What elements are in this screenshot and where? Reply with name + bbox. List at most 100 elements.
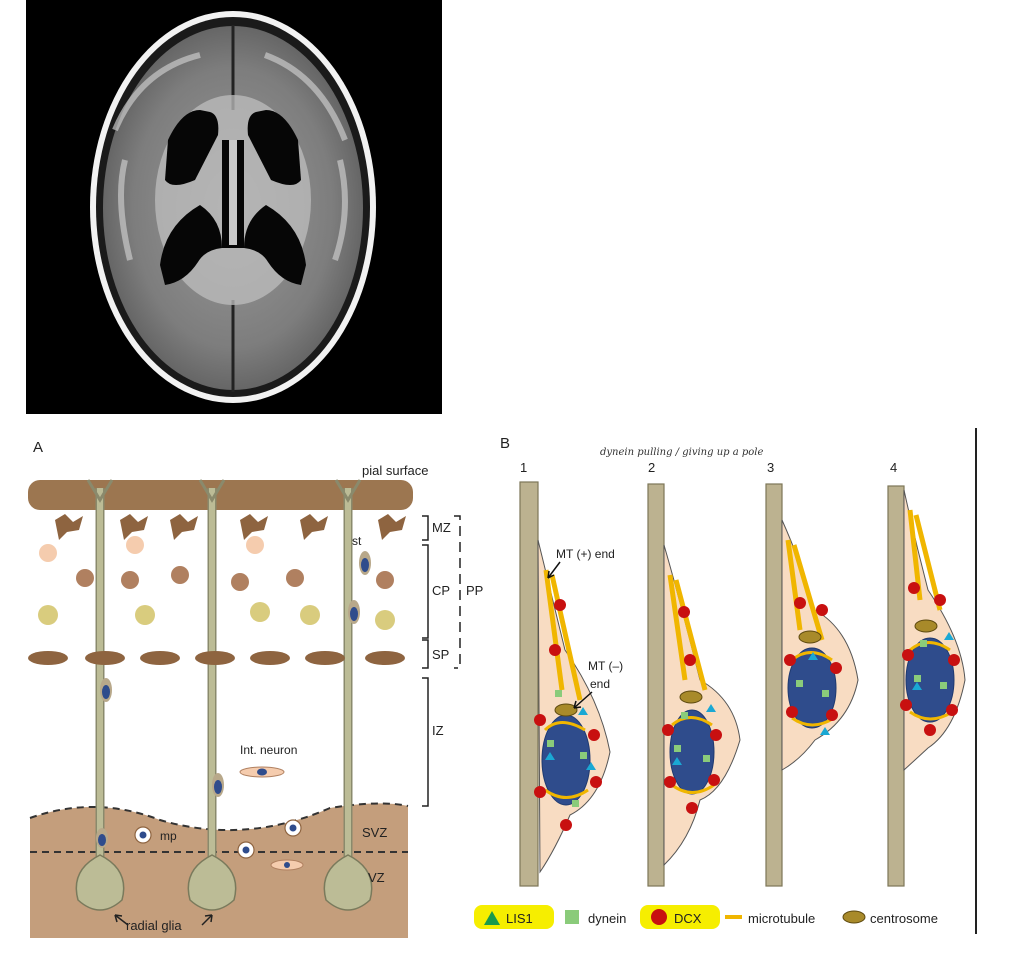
dcx-marker <box>934 594 946 606</box>
interneuron-label: Int. neuron <box>240 743 297 757</box>
radial-glia-fiber <box>647 483 665 887</box>
neuron-nucleus <box>361 558 369 572</box>
lis1-marker <box>820 727 830 735</box>
interneuron-nucleus <box>257 768 267 776</box>
arrowhead <box>547 570 555 579</box>
microtubule-legend-label: microtubule <box>748 911 815 926</box>
sp-bracket <box>422 639 429 669</box>
left-occipital-horn <box>160 205 222 285</box>
dcx-marker <box>708 774 720 786</box>
cp-neuron <box>300 605 320 625</box>
iz-label: IZ <box>432 723 444 738</box>
mz-neurons <box>55 514 406 540</box>
panel-b: B dynein pulling / giving up a pole 1 2 … <box>474 428 977 934</box>
lis1-legend-icon <box>484 911 500 925</box>
cp-neuron <box>250 602 270 622</box>
gyri-pattern <box>112 52 348 261</box>
microtubule-bundle <box>543 569 583 701</box>
radial-glia-cell <box>323 854 373 911</box>
dynein-marker <box>920 640 927 647</box>
dynein-marker <box>796 680 803 687</box>
multipolar-nucleus <box>242 846 250 854</box>
dynein-marker <box>914 675 921 682</box>
cp-neuron <box>376 571 394 589</box>
dynein-markers <box>796 680 829 697</box>
radial-glia-cell <box>75 854 125 911</box>
dynein-marker <box>555 690 562 697</box>
glia-endfoot <box>198 479 226 503</box>
cp-neuron <box>375 610 395 630</box>
centrosome-legend-icon <box>842 910 866 924</box>
arrowhead <box>204 914 213 923</box>
dcx-marker <box>590 776 602 788</box>
migrating-neurons <box>96 551 371 848</box>
radial-glia-fiber <box>519 481 539 887</box>
stage-2-cell <box>647 483 741 887</box>
cp-neuron <box>126 536 144 554</box>
neuron-nucleus <box>350 607 358 621</box>
cp-neuron <box>171 566 189 584</box>
lis1-marker <box>808 652 818 660</box>
sp-neurons <box>28 651 405 665</box>
dcx-marker <box>534 714 546 726</box>
centrosome <box>914 619 938 633</box>
radial-glia-fiber <box>765 483 783 887</box>
lis1-marker <box>545 752 555 760</box>
dcx-marker <box>816 604 828 616</box>
mz-bracket <box>422 515 429 541</box>
dcx-marker <box>908 582 920 594</box>
dcx-marker <box>678 606 690 618</box>
glia-endfoot <box>334 479 362 503</box>
dcx-marker <box>946 704 958 716</box>
centrosome <box>798 630 822 644</box>
dcx-marker <box>684 654 696 666</box>
dcx-marker <box>588 729 600 741</box>
stage-number: 1 <box>520 460 527 475</box>
vz-label: VZ <box>368 870 385 885</box>
dcx-marker <box>784 654 796 666</box>
microtubule-bundle <box>667 574 708 691</box>
dcx-markers <box>784 597 842 721</box>
cp-neuron <box>38 605 58 625</box>
cp-neuron <box>121 571 139 589</box>
dcx-marker <box>948 654 960 666</box>
mz-neuron <box>378 514 406 540</box>
svz-label: SVZ <box>362 825 387 840</box>
centrosome <box>679 690 703 704</box>
dcx-marker <box>662 724 674 736</box>
dcx-marker <box>900 699 912 711</box>
lis1-markers <box>912 632 954 690</box>
panel-b-letter: B <box>500 435 510 452</box>
cp-neuron <box>39 544 57 562</box>
cp-bracket <box>422 544 429 639</box>
sp-neuron <box>305 651 345 665</box>
dcx-marker <box>534 786 546 798</box>
dcx-marker <box>826 709 838 721</box>
cell-body <box>663 544 741 867</box>
lis1-legend-label: LIS1 <box>506 911 533 926</box>
lis1-marker <box>578 707 588 715</box>
septum-pellucidum <box>229 140 237 245</box>
sp-neuron <box>28 651 68 665</box>
panel-a-letter: A <box>33 439 43 456</box>
nucleus <box>787 647 837 729</box>
cp-neuron <box>231 573 249 591</box>
multipolar-cells <box>134 819 304 871</box>
lis1-marker <box>672 757 682 765</box>
dynein-markers <box>674 712 710 762</box>
mz-neuron <box>300 514 328 540</box>
cell-body <box>781 519 859 771</box>
dcx-marker <box>786 706 798 718</box>
dcx-marker <box>924 724 936 736</box>
multipolar-nucleus <box>289 824 297 832</box>
lis1-marker <box>706 704 716 712</box>
dynein-marker <box>681 712 688 719</box>
dynein-marker <box>674 745 681 752</box>
lis1-marker <box>586 762 596 770</box>
radial-glia-cell <box>187 854 237 911</box>
lis1-markers <box>808 652 830 735</box>
mt-plus-label: MT (+) end <box>556 547 615 561</box>
dynein-markers <box>547 690 587 807</box>
radial-glia-fibers <box>86 479 362 860</box>
